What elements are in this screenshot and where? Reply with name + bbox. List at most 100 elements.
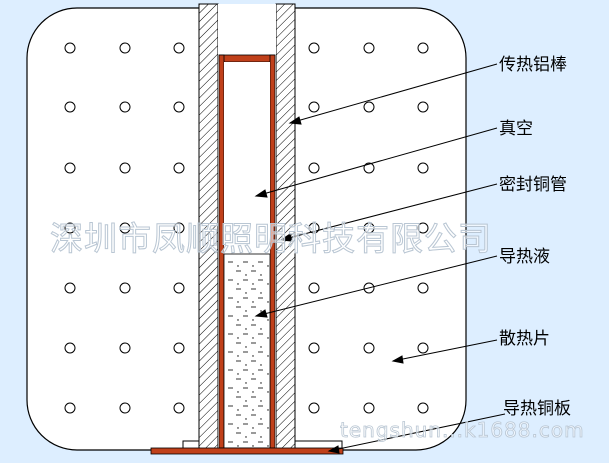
fluid-dot bbox=[245, 328, 247, 330]
fluid-dot bbox=[260, 418, 262, 420]
leader-fluid bbox=[255, 255, 498, 317]
fin-holes bbox=[64, 42, 429, 414]
fluid-dot bbox=[245, 382, 247, 384]
fluid-dot bbox=[245, 418, 247, 420]
fin-hole bbox=[119, 162, 131, 174]
watermark-company: 深圳市凤顺照明科技有限公司 bbox=[50, 219, 492, 258]
label-vacuum: 真空 bbox=[499, 119, 533, 139]
fluid-dot bbox=[267, 391, 269, 393]
fluid-dot bbox=[267, 301, 269, 303]
fluid-dot bbox=[245, 400, 247, 402]
fluid-dot bbox=[237, 391, 239, 393]
fluid-dot bbox=[252, 445, 254, 447]
fluid-dot bbox=[245, 274, 247, 276]
fluid-dot bbox=[260, 436, 262, 438]
fluid-dot bbox=[237, 355, 239, 357]
fluid-dot bbox=[237, 337, 239, 339]
fin-hole bbox=[64, 162, 76, 174]
fin-hole bbox=[64, 222, 76, 234]
fluid-dot bbox=[260, 400, 262, 402]
fin-hole bbox=[64, 342, 76, 354]
fin-hole bbox=[119, 402, 131, 414]
fin-hole bbox=[308, 402, 320, 414]
fluid-dot bbox=[267, 427, 269, 429]
fin-hole bbox=[417, 101, 429, 113]
fluid-dot bbox=[237, 409, 239, 411]
fluid-dot bbox=[252, 355, 254, 357]
fin-hole bbox=[119, 222, 131, 234]
fin-hole bbox=[308, 282, 320, 294]
leader-fins bbox=[392, 339, 498, 362]
fin-hole bbox=[173, 402, 185, 414]
arrowhead-copper-tube bbox=[279, 233, 293, 242]
fluid-dot bbox=[245, 346, 247, 348]
fin-hole bbox=[363, 402, 375, 414]
fluid-dot bbox=[260, 382, 262, 384]
fluid-dot bbox=[267, 283, 269, 285]
fin-hole bbox=[173, 222, 185, 234]
fluid-dot bbox=[237, 265, 239, 267]
leader-lines bbox=[254, 63, 506, 454]
fin-hole bbox=[417, 402, 429, 414]
fluid-dot bbox=[252, 391, 254, 393]
fluid-dot bbox=[260, 346, 262, 348]
leader-aluminum-rod bbox=[289, 63, 498, 124]
arrowhead-aluminum-rod bbox=[288, 116, 302, 125]
fin-hole bbox=[173, 162, 185, 174]
fin-hole bbox=[417, 42, 429, 54]
fin-hole bbox=[363, 101, 375, 113]
fin-hole bbox=[173, 342, 185, 354]
fin-hole bbox=[173, 42, 185, 54]
label-copper-tube: 密封铜管 bbox=[499, 175, 567, 195]
fin-hole bbox=[64, 42, 76, 54]
vacuum-space bbox=[224, 62, 270, 254]
fin-hole bbox=[173, 101, 185, 113]
label-fins: 散热片 bbox=[499, 329, 550, 349]
fin-hole bbox=[308, 342, 320, 354]
fin-hole bbox=[119, 101, 131, 113]
fluid-dot bbox=[237, 427, 239, 429]
fluid-dot bbox=[252, 427, 254, 429]
fin-hole bbox=[308, 42, 320, 54]
fin-hole bbox=[173, 282, 185, 294]
fluid-dot bbox=[252, 409, 254, 411]
fin-hole bbox=[119, 282, 131, 294]
label-base: 导热铜板 bbox=[503, 399, 571, 419]
fluid-dot bbox=[237, 445, 239, 447]
fluid-dot bbox=[267, 445, 269, 447]
arrowhead-base bbox=[327, 445, 340, 454]
fin-hole bbox=[308, 101, 320, 113]
fluid-dot bbox=[267, 265, 269, 267]
arrowhead-vacuum bbox=[254, 189, 268, 198]
fluid-dot bbox=[252, 283, 254, 285]
fluid-dot bbox=[237, 283, 239, 285]
fluid-dot bbox=[260, 292, 262, 294]
fluid-dot bbox=[267, 355, 269, 357]
arrowhead-fluid bbox=[254, 309, 268, 318]
fin-hole bbox=[417, 342, 429, 354]
leader-copper-tube bbox=[280, 183, 498, 241]
fluid-dot bbox=[267, 337, 269, 339]
fluid-dot bbox=[245, 436, 247, 438]
fin-hole bbox=[363, 162, 375, 174]
leader-vacuum bbox=[255, 127, 498, 197]
fluid-dot bbox=[237, 373, 239, 375]
arrowhead-fins bbox=[391, 355, 404, 364]
fluid-dot bbox=[245, 364, 247, 366]
fluid-dot bbox=[245, 292, 247, 294]
fin-hole bbox=[417, 162, 429, 174]
fin-hole bbox=[363, 42, 375, 54]
fluid-dot bbox=[260, 364, 262, 366]
fin-hole bbox=[417, 222, 429, 234]
fluid-dot bbox=[252, 337, 254, 339]
fluid-dot bbox=[267, 373, 269, 375]
fluid-dot bbox=[260, 328, 262, 330]
fin-hole bbox=[417, 282, 429, 294]
fluid-dot bbox=[260, 274, 262, 276]
fin-hole bbox=[64, 402, 76, 414]
label-aluminum-rod: 传热铝棒 bbox=[499, 55, 567, 75]
fluid-dot bbox=[252, 319, 254, 321]
fin-hole bbox=[308, 162, 320, 174]
fin-hole bbox=[64, 282, 76, 294]
